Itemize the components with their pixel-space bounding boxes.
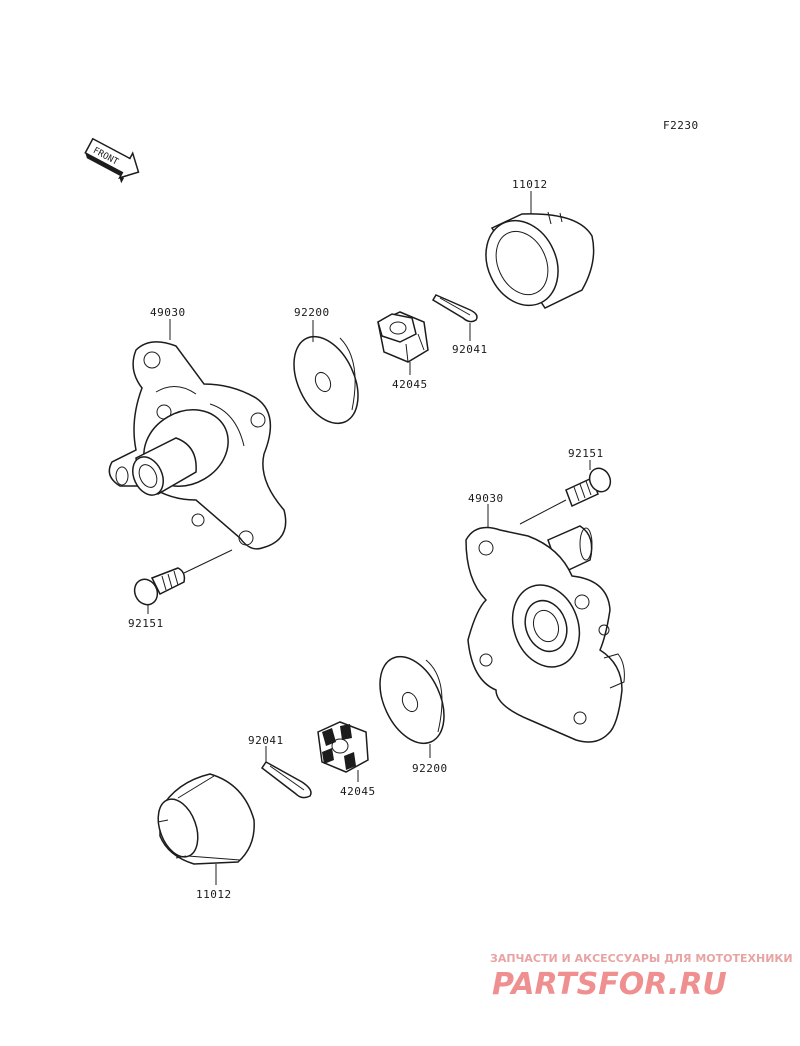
label-washer-bottom: 92200 — [412, 762, 448, 775]
label-nut-bottom: 42045 — [340, 785, 376, 798]
hub-left — [108, 341, 287, 550]
label-cap-bottom: 11012 — [196, 888, 232, 901]
label-washer-top: 92200 — [294, 306, 330, 319]
label-nut-top: 42045 — [392, 378, 428, 391]
wheel-bolt-left — [133, 567, 186, 606]
label-pin-top: 92041 — [452, 343, 488, 356]
label-bolt-left: 92151 — [128, 617, 164, 630]
wheel-bolt-right — [565, 467, 612, 508]
front-arrow-icon: FRONT — [84, 137, 140, 184]
watermark-brand: PARTSFOR.RU — [492, 967, 727, 1002]
hub-cap-top — [485, 211, 595, 309]
label-bolt-right: 92151 — [568, 447, 604, 460]
watermark-tagline: ЗАПЧАСТИ И АКСЕССУАРЫ ДЛЯ МОТОТЕХНИКИ — [490, 952, 793, 965]
diagram-code: F2230 — [663, 119, 699, 132]
label-hub-left: 49030 — [150, 306, 186, 319]
castle-nut-top — [377, 311, 429, 363]
label-hub-right: 49030 — [468, 492, 504, 505]
hub-cap-bottom — [157, 773, 255, 865]
label-pin-bottom: 92041 — [248, 734, 284, 747]
washer-top — [293, 335, 359, 425]
label-cap-top: 11012 — [512, 178, 548, 191]
castle-nut-bottom — [317, 721, 369, 773]
hub-right — [465, 525, 625, 743]
washer-bottom — [379, 655, 445, 745]
cotter-pin-top — [431, 294, 478, 323]
cotter-pin-bottom — [260, 761, 312, 799]
